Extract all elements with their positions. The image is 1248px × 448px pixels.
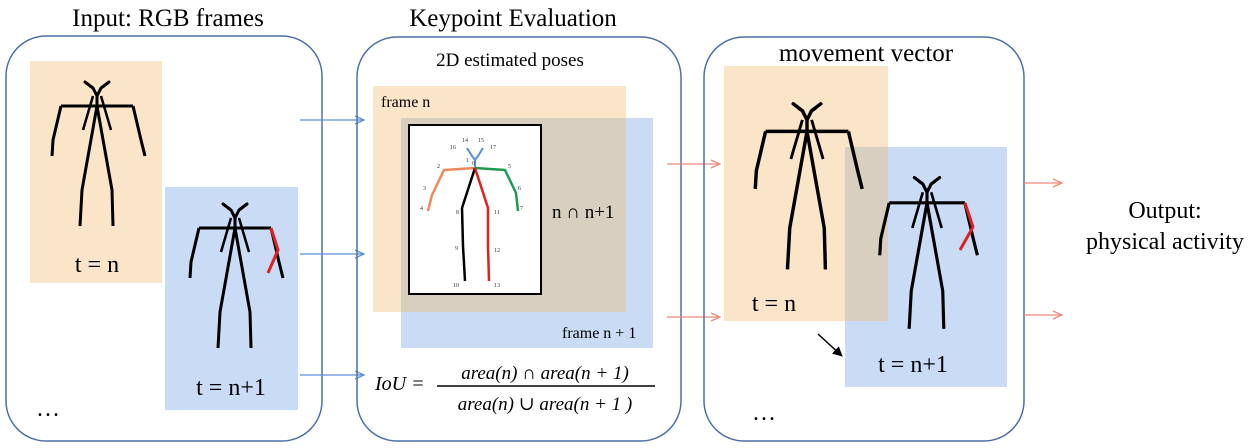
frame-n-label: frame n (381, 94, 430, 111)
iou-denominator: area(n) ∪ area(n + 1 ) (458, 394, 633, 415)
iou-lhs: IoU = (374, 373, 425, 395)
joint-number: 10 (453, 283, 459, 289)
input-panel-title: Input: RGB frames (72, 5, 264, 32)
joint-number: 8 (456, 210, 459, 216)
output-line-2: physical activity (1086, 229, 1244, 255)
keypoint-subtitle: 2D estimated poses (436, 50, 584, 71)
output-line-1: Output: (1128, 198, 1201, 224)
movement-panel-title: movement vector (779, 40, 954, 67)
input-label-t-n1: t = n+1 (196, 375, 266, 401)
keypoint-panel-frame (356, 36, 682, 442)
skeleton-frame-n1 (188, 202, 285, 350)
joint-number: 6 (518, 186, 521, 192)
joint-number: 4 (420, 206, 423, 212)
joint-number: 5 (508, 164, 511, 170)
frame-n1-label: frame n + 1 (562, 325, 636, 342)
keypoint-panel-title: Keypoint Evaluation (409, 5, 617, 32)
movement-skeleton-n1 (878, 176, 979, 331)
iou-numerator: area(n) ∩ area(n + 1) (461, 363, 629, 384)
joint-numbers: 0 1 2 3 4 5 6 7 8 9 10 11 12 13 14 15 16… (420, 138, 523, 289)
joint-number: 0 (472, 161, 475, 167)
keypoint-panel: Keypoint Evaluation 2D estimated poses f… (356, 5, 682, 442)
output-label: Output: physical activity (1086, 198, 1244, 255)
joint-number: 14 (462, 138, 468, 144)
input-frame-n1 (165, 187, 298, 410)
movement-label-t-n: t = n (752, 291, 796, 317)
intersection-label: n ∩ n+1 (552, 202, 614, 223)
joint-number: 3 (423, 186, 426, 192)
joint-number: 12 (494, 248, 500, 254)
joint-number: 17 (490, 145, 496, 151)
input-ellipsis: … (36, 396, 60, 422)
joint-number: 1 (466, 158, 469, 164)
input-panel: Input: RGB frames t = n t = n+1 … (5, 5, 323, 442)
movement-vector-arrow (817, 333, 843, 357)
movement-label-t-n1: t = n+1 (878, 352, 948, 378)
input-panel-frame (5, 35, 323, 442)
movement-panel-frame (703, 36, 1025, 442)
movement-panel: movement vector t = n t = n+1 … (703, 36, 1025, 442)
joint-number: 13 (494, 283, 500, 289)
joint-number: 11 (494, 210, 500, 216)
joint-number: 9 (455, 246, 458, 252)
joint-number: 2 (437, 164, 440, 170)
input-label-t-n: t = n (75, 252, 119, 278)
keypoint-skeleton (426, 147, 520, 282)
movement-ellipsis: … (752, 400, 776, 426)
joint-number: 16 (450, 145, 456, 151)
joint-number: 7 (520, 206, 523, 212)
joint-number: 15 (478, 138, 484, 144)
